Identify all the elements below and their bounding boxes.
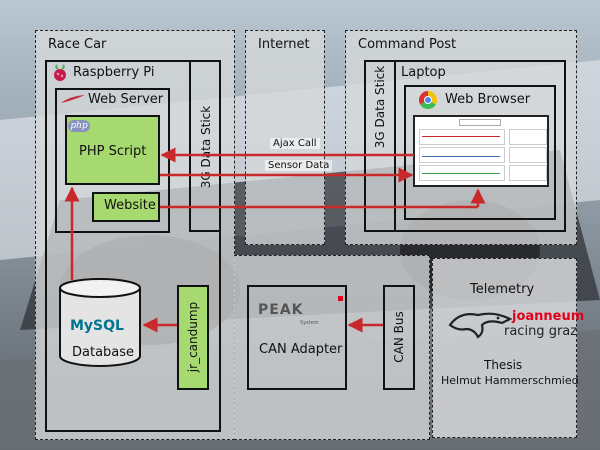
telemetry-title: Telemetry	[470, 282, 535, 297]
web-browser-title: Web Browser	[445, 92, 531, 107]
ajax-call-label: Ajax Call	[270, 138, 320, 149]
raspberry-pi-title: Raspberry Pi	[73, 65, 155, 80]
thumb-chart-3	[419, 165, 505, 181]
race-car-data-stick-label: 3G Data Stick	[199, 105, 213, 189]
peak-logo-sub: System	[300, 320, 319, 326]
thesis-author: Helmut Hammerschmied	[441, 374, 579, 387]
peak-logo-square	[338, 296, 343, 301]
telemetry-panel	[432, 258, 577, 438]
apache-feather-icon	[61, 95, 85, 103]
thumb-chart-2	[419, 147, 505, 163]
can-bus-label: CAN Bus	[392, 311, 406, 363]
php-badge: php	[68, 120, 90, 132]
brand-line1: joanneum	[512, 309, 585, 324]
raspberry-pi-logo-icon	[54, 64, 66, 81]
web-browser-box	[404, 85, 556, 220]
command-post-data-stick-label: 3G Data Stick	[373, 65, 387, 149]
chrome-icon	[419, 91, 437, 109]
mysql-logo-text: MySQL	[70, 318, 124, 334]
thumb-side-3	[509, 165, 547, 181]
can-bus-box	[383, 285, 415, 390]
internet-panel	[245, 30, 325, 245]
jr-candump-label: jr_candump	[186, 301, 200, 373]
raspberry-pi-box	[45, 60, 221, 432]
php-script-label: PHP Script	[79, 144, 147, 159]
race-car-title: Race Car	[48, 37, 107, 52]
sensor-data-label: Sensor Data	[265, 160, 333, 171]
brand-line2: racing graz	[504, 324, 578, 339]
database-label: Database	[72, 345, 135, 360]
laptop-box	[394, 60, 566, 232]
thesis-label: Thesis	[484, 358, 523, 372]
peak-logo-main: PEAK	[258, 302, 304, 318]
website-box	[92, 192, 160, 222]
website-label: Website	[104, 198, 156, 213]
web-server-title: Web Server	[88, 92, 164, 107]
internet-title: Internet	[258, 37, 310, 52]
command-post-title: Command Post	[358, 37, 457, 52]
thumb-chart-3-line	[422, 173, 500, 174]
thumb-chart-1	[419, 129, 505, 145]
database-cylinder	[59, 278, 141, 367]
thumb-side-2	[509, 147, 547, 163]
thumb-chart-1-line	[422, 136, 500, 137]
peak-logo: PEAK System	[258, 296, 343, 326]
mysql-logo: MySQL	[70, 318, 124, 334]
laptop-title: Laptop	[401, 65, 446, 80]
thumb-side-1	[509, 129, 547, 145]
browser-screenshot	[413, 115, 549, 187]
thumb-chart-2-line	[422, 156, 500, 157]
jr-candump-box	[177, 285, 209, 390]
race-car-data-stick	[189, 60, 221, 232]
can-adapter-box	[247, 285, 347, 390]
thumb-header	[459, 119, 501, 126]
joanneum-fox-logo-icon	[448, 312, 512, 339]
can-adapter-label: CAN Adapter	[259, 342, 343, 357]
